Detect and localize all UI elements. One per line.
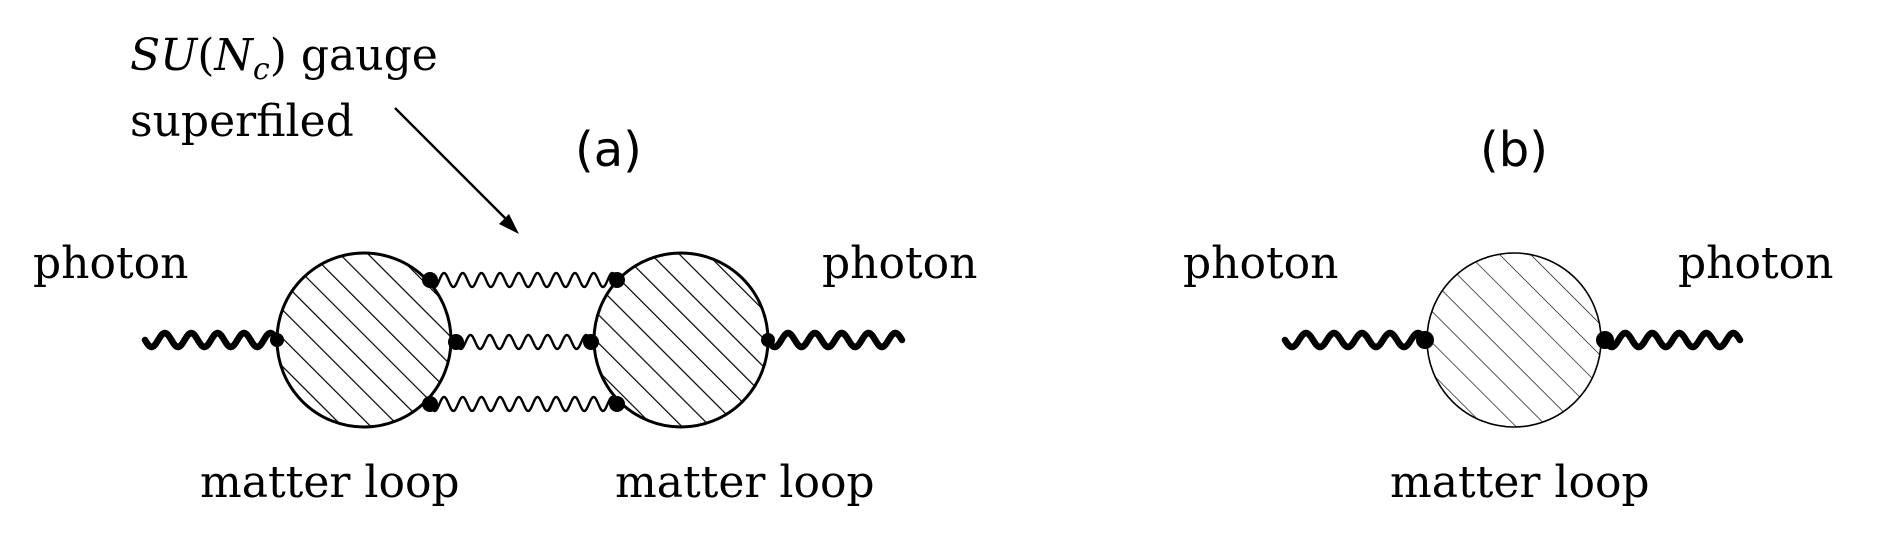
su-symbol: SU: [130, 30, 199, 81]
photon-line-left-b: [1281, 329, 1429, 351]
vertex-right-top: [609, 272, 625, 288]
vertex-left-bot: [422, 396, 438, 412]
paren-close: ): [270, 30, 287, 81]
panel-a-label: (a): [575, 122, 642, 178]
annotation-arrow: [394, 107, 519, 234]
matter-loop-label-b: matter loop: [1390, 457, 1650, 508]
vertex-b-right: [1596, 331, 1614, 349]
gauge-line-middle: [454, 333, 593, 351]
vertex-left-mid: [448, 334, 464, 350]
vertices-panel-b: [1416, 331, 1614, 349]
photon-label-left-b: photon: [1183, 238, 1339, 289]
matter-loop-b-circle: [1426, 252, 1602, 428]
matter-loop-label-right: matter loop: [615, 457, 875, 508]
vertices-panel-a: [270, 272, 775, 412]
n-symbol: N: [213, 30, 254, 81]
gauge-annotation-line1: SU(Nc) gauge: [130, 30, 438, 87]
gauge-line-bottom: [428, 395, 619, 413]
photon-line-right-a: [764, 329, 906, 351]
photon-line-right-b: [1601, 329, 1744, 351]
panel-b-label: (b): [1480, 122, 1548, 178]
gauge-annotation-line2: superfiled: [130, 96, 354, 147]
gauge-line-top: [428, 271, 619, 289]
gauge-word: gauge: [301, 30, 438, 81]
vertex-b-left: [1416, 331, 1434, 349]
vertex-photon-left: [270, 333, 284, 347]
photon-label-left-a: photon: [33, 238, 189, 289]
photon-line-left-a: [141, 329, 281, 351]
vertex-photon-right: [761, 333, 775, 347]
photon-label-right-b: photon: [1678, 238, 1834, 289]
paren-open: (: [197, 30, 214, 81]
c-subscript: c: [253, 52, 270, 87]
vertex-left-top: [422, 272, 438, 288]
vertex-right-mid: [583, 334, 599, 350]
photon-label-right-a: photon: [822, 238, 978, 289]
matter-loop-label-left: matter loop: [200, 457, 460, 508]
vertex-right-bot: [609, 396, 625, 412]
